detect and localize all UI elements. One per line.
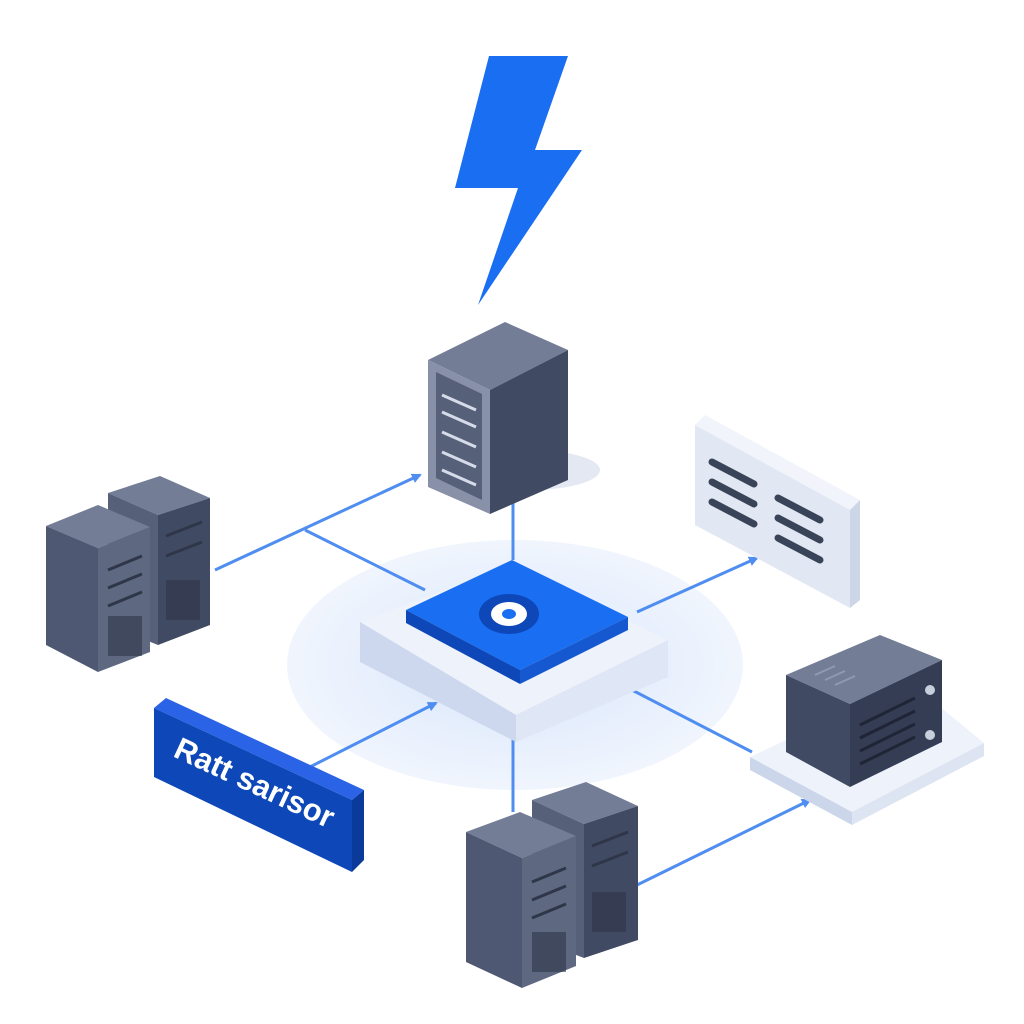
target-icon xyxy=(479,594,539,634)
server-rack-bottom xyxy=(466,782,638,988)
connector-label-to-hub xyxy=(299,701,438,774)
connector-bottom-to-device xyxy=(636,798,812,887)
connector-hub-to-panel xyxy=(636,556,759,614)
connector-hub-to-device xyxy=(627,686,753,754)
list-lines-icon xyxy=(708,458,824,564)
server-rack-left xyxy=(46,476,210,672)
connectors xyxy=(214,473,812,887)
network-device xyxy=(750,635,984,825)
server-tower-top xyxy=(428,322,600,514)
connector-left-to-top xyxy=(214,473,422,572)
hub-tile xyxy=(406,560,628,684)
info-panel xyxy=(695,415,860,608)
connector-left-to-hub xyxy=(304,528,426,592)
lightning-bolt-icon xyxy=(455,56,582,305)
